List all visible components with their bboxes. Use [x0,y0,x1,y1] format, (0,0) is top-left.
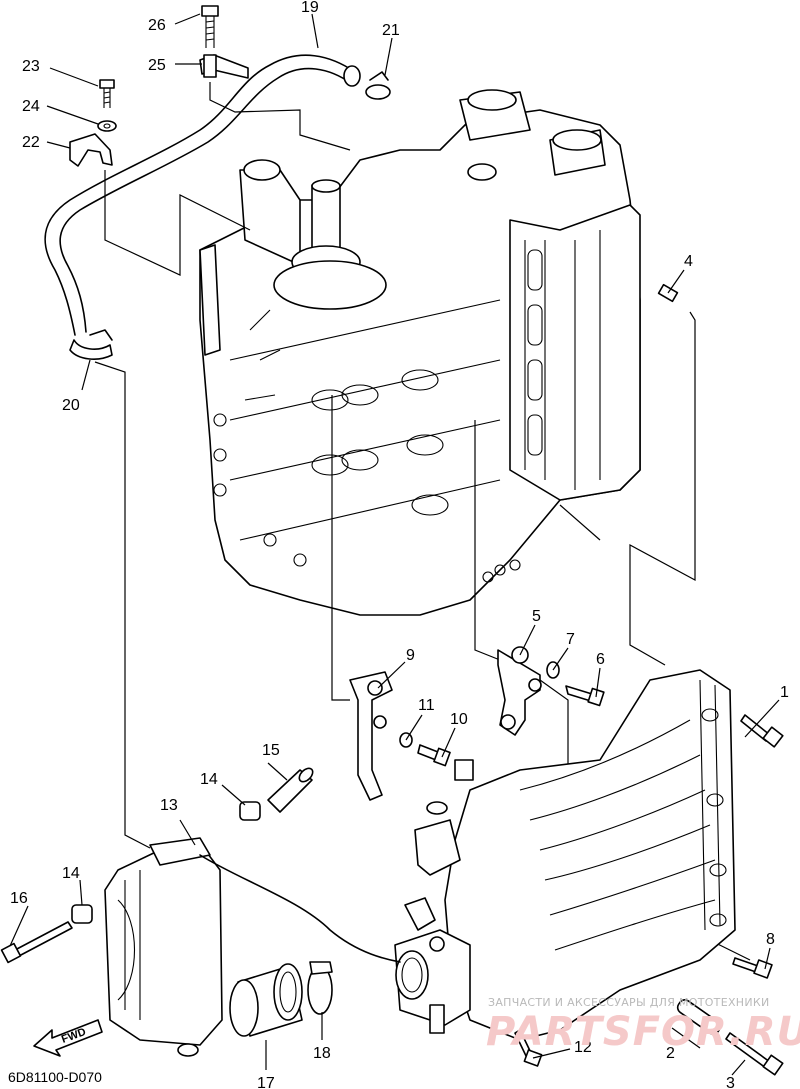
callout-3: 3 [726,1075,735,1089]
callout-4: 4 [684,253,693,270]
collar-15 [267,767,314,813]
fwd-arrow: FWD [33,1019,103,1057]
callout-8: 8 [766,931,775,948]
pin-2 [676,999,722,1035]
bracket-5 [497,646,542,736]
washer-24 [97,120,117,132]
callout-14a: 14 [200,771,218,788]
callout-13: 13 [160,797,178,814]
watermark-brand: PARTSFOR.RU [486,1009,800,1055]
callout-12: 12 [574,1039,592,1056]
bolt-26 [201,5,219,48]
callout-18: 18 [313,1045,331,1062]
intake-manifold [394,669,736,1041]
hose-19 [44,54,361,336]
bolt-6 [565,685,605,707]
callout-7: 7 [566,631,575,648]
callout-2: 2 [666,1045,675,1062]
callout-15: 15 [262,742,280,759]
callout-16: 16 [10,890,28,907]
callout-1: 1 [780,684,789,701]
bolt-10 [417,744,451,767]
callout-5: 5 [532,608,541,625]
callout-22: 22 [22,134,40,151]
watermark: ЗАПЧАСТИ И АКСЕССУАРЫ ДЛЯ МОТОТЕХНИКИ PA… [486,996,800,1055]
callout-20: 20 [62,397,80,414]
callout-24: 24 [22,98,40,115]
callout-19: 19 [301,0,319,16]
clip-21 [365,71,391,100]
engine-block [199,89,641,616]
callout-23: 23 [22,58,40,75]
callout-11: 11 [418,697,435,714]
silencer-13 [104,837,401,1057]
bolt-3 [725,1032,784,1076]
callout-17: 17 [257,1075,275,1089]
holder-22 [69,133,113,167]
joint-17 [229,963,303,1037]
callout-labels: 1 2 3 4 5 6 7 8 9 10 11 12 13 14 14 15 1… [10,0,789,1089]
watermark-caption: ЗАПЧАСТИ И АКСЕССУАРЫ ДЛЯ МОТОТЕХНИКИ [488,996,770,1009]
diagram-code: 6D81100-D070 [8,1069,102,1085]
hose-clamp-20 [69,329,113,360]
leader-lines [9,13,780,1076]
bracket-9 [349,671,393,801]
bolt-1 [740,714,784,748]
callout-21: 21 [382,22,400,39]
clamp-18 [307,961,333,1015]
callout-14b: 14 [62,865,80,882]
callout-26: 26 [148,17,166,34]
bolt-23 [99,79,115,108]
bolt-8 [732,957,773,979]
holder-25 [199,54,249,79]
callout-6: 6 [596,651,605,668]
bolt-16 [0,921,73,964]
callout-10: 10 [450,711,468,728]
callout-25: 25 [148,57,166,74]
callout-9: 9 [406,647,415,664]
